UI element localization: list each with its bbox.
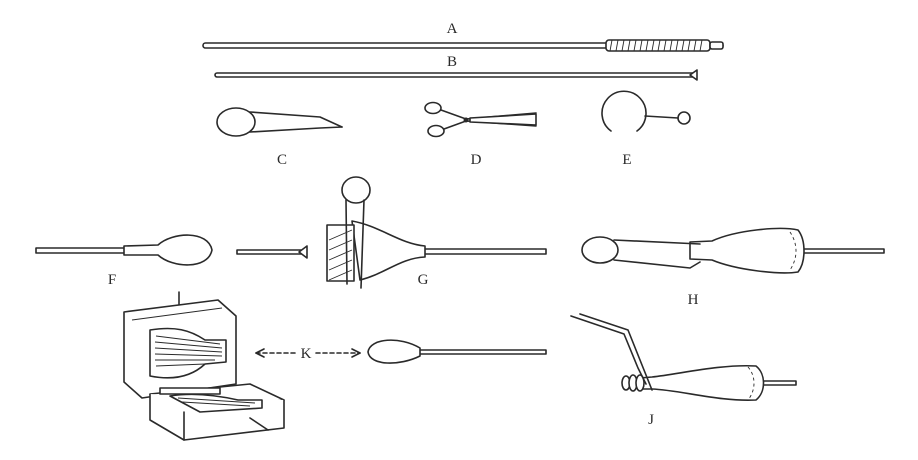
tool-c-jacks: [216, 107, 343, 137]
label-f: F: [108, 272, 116, 288]
k-double-arrow: [255, 348, 361, 358]
tool-d-shears: [424, 101, 537, 138]
tool-e-pincers: [601, 90, 691, 132]
label-e: E: [622, 152, 631, 168]
tool-j-vessel-finishing: [570, 313, 797, 402]
label-c: C: [277, 152, 287, 168]
label-d: D: [471, 152, 482, 168]
tool-b-punty: [214, 69, 698, 81]
label-a: A: [447, 21, 458, 37]
label-k: K: [301, 346, 312, 362]
label-h: H: [688, 292, 699, 308]
label-j: J: [648, 412, 654, 428]
tool-k-mold: [123, 291, 285, 441]
gather-for-mold: [367, 339, 547, 364]
label-g: G: [418, 272, 429, 288]
label-b: B: [447, 54, 457, 70]
tool-g-jacks-shaping: [236, 176, 547, 289]
tool-h-jacks-on-bulb: [581, 227, 885, 274]
tool-a-blowpipe: [202, 39, 724, 52]
tool-f-gather-on-pipe: [35, 234, 213, 266]
